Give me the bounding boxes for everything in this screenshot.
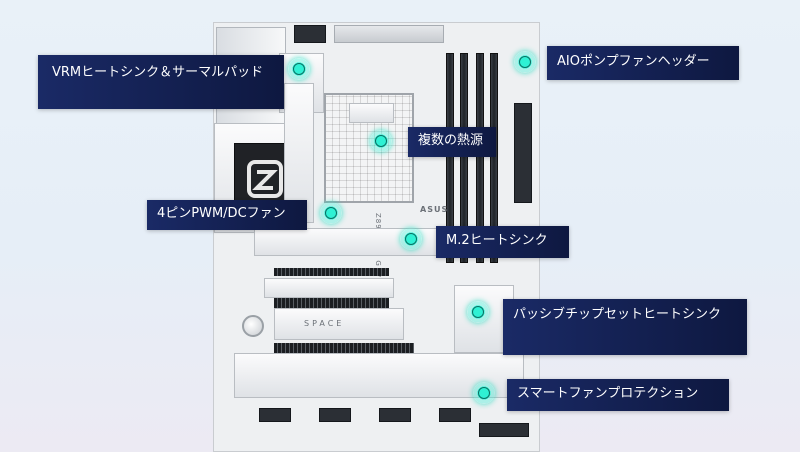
bottom-header [319, 408, 351, 422]
hotspot-pwm[interactable] [320, 202, 342, 224]
pcie-slot [274, 343, 414, 353]
label-aio[interactable]: AIOポンプファンヘッダー [547, 46, 739, 80]
fan-header-strip [514, 103, 532, 203]
dimm-slot [476, 53, 484, 263]
asus-mark: ASUS [420, 205, 449, 214]
label-chipset[interactable]: パッシブチップセットヒートシンク [503, 299, 747, 355]
bottom-header [439, 408, 471, 422]
label-protection[interactable]: スマートファンプロテクション [507, 379, 729, 411]
dimm-slot [446, 53, 454, 263]
hotspot-aio[interactable] [514, 51, 536, 73]
dimm-slot [460, 53, 468, 263]
hotspot-heatsources[interactable] [370, 130, 392, 152]
cmos-battery [242, 315, 264, 337]
socket-retention [349, 103, 394, 123]
bottom-header [379, 408, 411, 422]
vrm-heatsink-right [284, 83, 314, 223]
logo-icon [247, 160, 283, 198]
label-pwm[interactable]: 4ピンPWM/DCファン [147, 200, 307, 230]
pcie-slot [274, 268, 389, 276]
bottom-header [479, 423, 529, 437]
bottom-header [259, 408, 291, 422]
label-vrm[interactable]: VRMヒートシンク＆サーマルパッド [38, 55, 284, 109]
label-heatsources[interactable]: 複数の熱源 [408, 127, 496, 157]
m2-heatsink-mid [274, 308, 404, 340]
hotspot-m2[interactable] [400, 228, 422, 250]
pcie-top-cover [264, 278, 394, 298]
top-connector-strip [334, 25, 444, 43]
space-text: SPACE [304, 319, 345, 328]
label-m2[interactable]: M.2ヒートシンク [436, 226, 569, 258]
cpu-power-connector [294, 25, 326, 43]
hotspot-vrm[interactable] [288, 58, 310, 80]
dimm-slot [490, 53, 498, 263]
m2-heatsink-bottom [234, 353, 524, 398]
hotspot-chipset[interactable] [467, 301, 489, 323]
hotspot-protection[interactable] [473, 382, 495, 404]
pcie-slot [274, 298, 389, 308]
